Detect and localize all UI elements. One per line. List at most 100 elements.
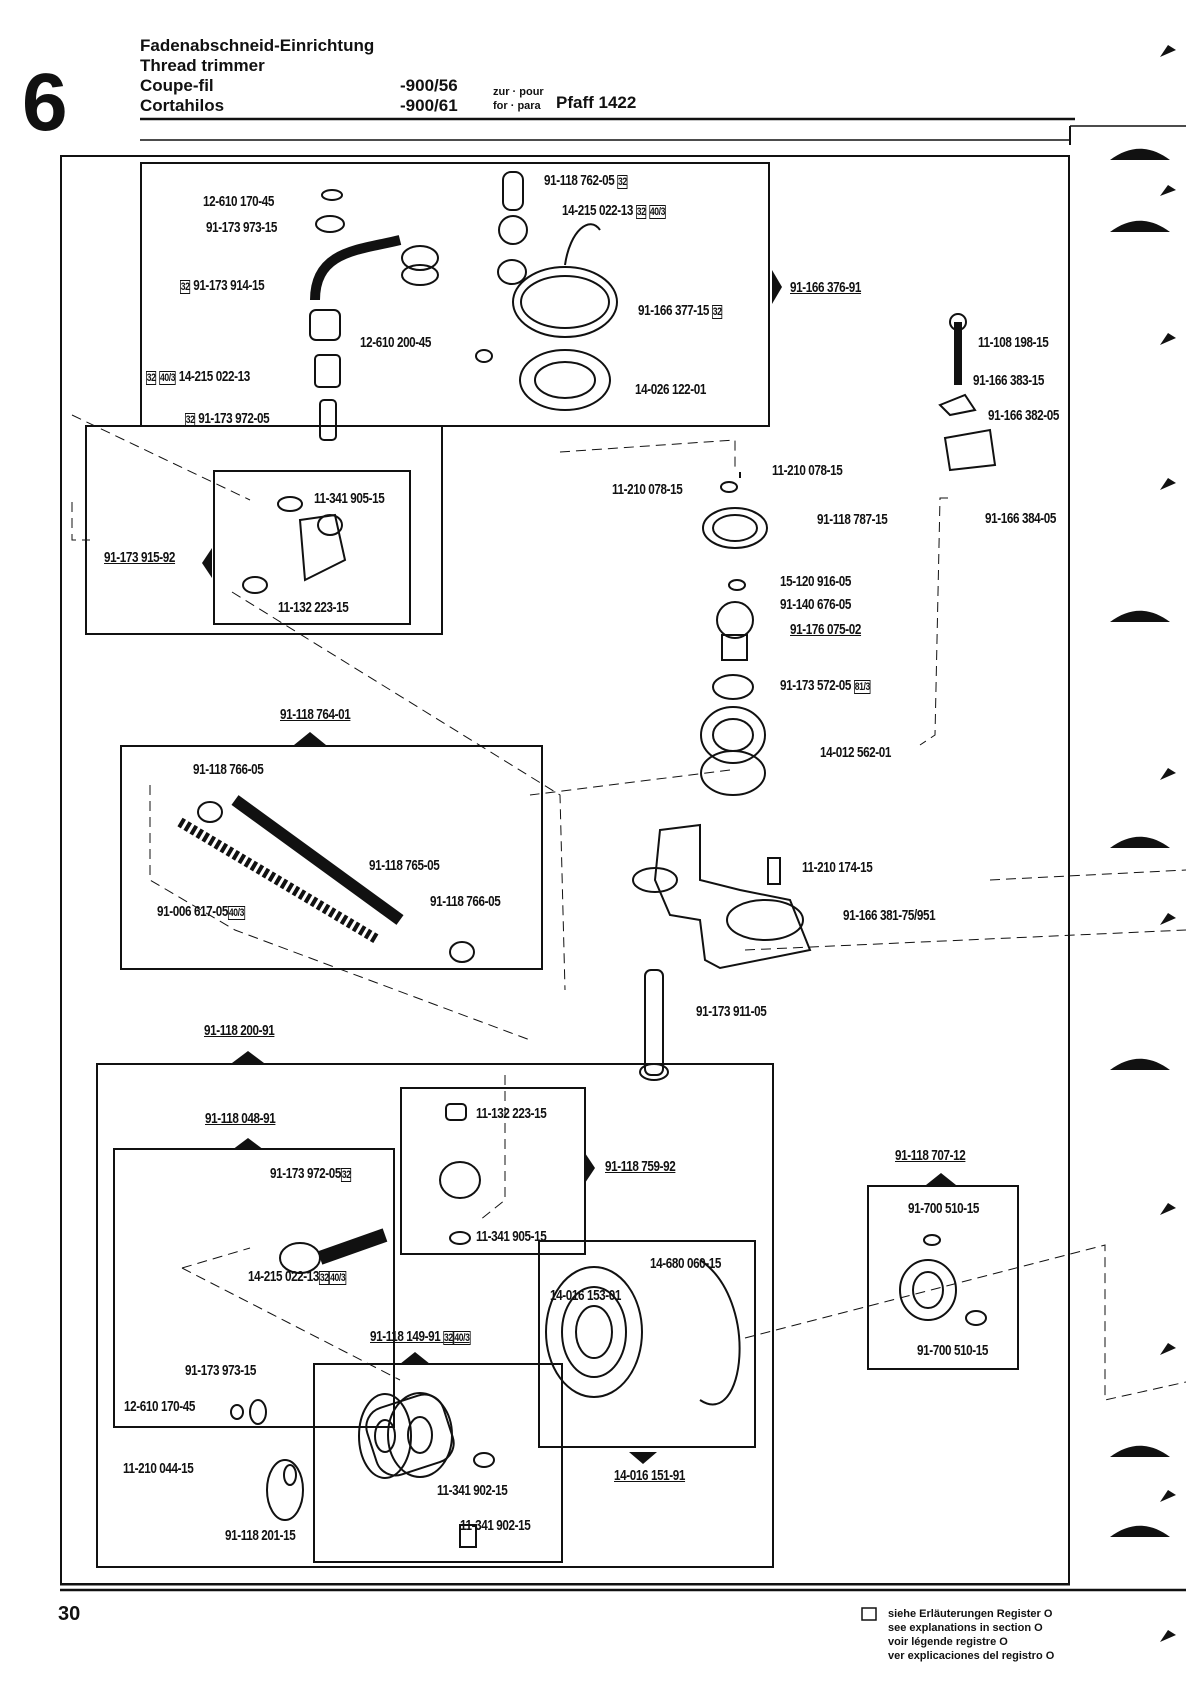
group-ref-label[interactable]: 91-118 759-92 (605, 1158, 676, 1175)
callout-label: 91-173 972-0532 (270, 1165, 352, 1182)
callout-label: 11-210 078-15 (772, 462, 843, 479)
callout-label: 91-118 766-05 (430, 893, 501, 910)
group-ref-label[interactable]: 91-118 048-91 (205, 1110, 276, 1127)
callout-label: 11-210 044-15 (123, 1460, 194, 1477)
title-block: Fadenabschneid-Einrichtung Thread trimme… (140, 36, 374, 116)
badge-40-3: 40/3 (649, 205, 666, 219)
page-number: 30 (58, 1603, 81, 1625)
callout-label: 11-210 078-15 (612, 481, 683, 498)
callout-label: 91-173 973-15 (206, 219, 278, 236)
callout-label: 91-173 973-15 (185, 1362, 257, 1379)
title-de: Fadenabschneid-Einrichtung (140, 36, 375, 55)
callout-label: 91-166 382-05 (988, 407, 1060, 424)
badge-32: 32 (341, 1168, 352, 1182)
callout-label: 91-700 510-15 (908, 1200, 980, 1217)
callout-label: 91-118 766-05 (193, 761, 264, 778)
for-para: for · para (493, 100, 541, 112)
part-number: 91-166 377-15 (638, 302, 710, 319)
badge-32: 32 (146, 371, 157, 385)
callout-label: 91-118 762-05 32 (544, 172, 628, 189)
callout-label: 32 91-173 972-05 (185, 410, 270, 427)
callout-label: 11-341 902-15 (437, 1482, 508, 1499)
group-shaft (120, 745, 543, 970)
callout-label: 91-173 572-05 81/3 (780, 677, 871, 694)
legend-line: siehe Erläuterungen Register O (888, 1608, 1053, 1620)
legend-line: ver explicaciones del registro O (888, 1650, 1055, 1662)
model-1: -900/56 (400, 76, 458, 95)
callout-label: 32 40/3 14-215 022-13 (146, 368, 250, 385)
badge-40-3: 40/3 (453, 1331, 471, 1345)
part-number: 91-173 572-05 (780, 677, 852, 694)
callout-label: 91-140 676-05 (780, 596, 852, 613)
part-number: 14-215 022-13 (562, 202, 634, 219)
callout-label: 91-006 617-0540/3 (157, 903, 245, 920)
group-ref-label[interactable]: 91-176 075-02 (790, 621, 862, 638)
badge-32: 32 (711, 305, 723, 319)
callout-label: 14-026 122-01 (635, 381, 707, 398)
callout-label: 14-012 562-01 (820, 744, 892, 761)
group-ref-label[interactable]: 14-016 151-91 (614, 1467, 686, 1484)
title-es: Cortahilos (140, 96, 225, 115)
group-ref-label[interactable]: 91-166 376-91 (790, 279, 862, 296)
part-number: 14-215 022-13 (178, 368, 250, 385)
callout-label: 91-166 384-05 (985, 510, 1057, 527)
callout-label: 91-700 510-15 (917, 1342, 989, 1359)
badge-40-3: 40/3 (329, 1271, 347, 1285)
callout-label: 11-341 905-15 (476, 1228, 547, 1245)
callout-label: 91-166 381-75/951 (843, 907, 936, 924)
part-number: 14-215 022-13 (248, 1268, 320, 1285)
group-ref-label[interactable]: 91-118 200-91 (204, 1022, 275, 1039)
machine-name: Pfaff 1422 (556, 93, 637, 112)
callout-label: 11-341 905-15 (314, 490, 385, 507)
badge-81-3: 81/3 (853, 680, 871, 694)
callout-label: 14-680 060-15 (650, 1255, 722, 1272)
model-block: -900/56 -900/61 (400, 76, 458, 116)
section-number: 6 (22, 57, 68, 148)
callout-label: 11-341 902-15 (460, 1517, 531, 1534)
callout-label: 14-215 022-13 32 40/3 (562, 202, 666, 219)
callout-label: 11-108 198-15 (978, 334, 1049, 351)
callout-label: 12-610 200-45 (360, 334, 432, 351)
badge-32: 32 (617, 175, 628, 189)
callout-label: 14-016 153-01 (550, 1287, 622, 1304)
callout-label: 91-166 383-15 (973, 372, 1045, 389)
callout-label: 91-173 911-05 (696, 1003, 767, 1020)
callout-label: 91-118 787-15 (817, 511, 888, 528)
model-2: -900/61 (400, 96, 458, 115)
part-number: 91-118 149-91 (370, 1328, 441, 1345)
badge-40-3: 40/3 (159, 371, 176, 385)
badge-32: 32 (185, 413, 196, 427)
part-number: 91-173 972-05 (270, 1165, 342, 1182)
part-number: 91-118 762-05 (544, 172, 615, 189)
title-fr: Coupe-fil (140, 76, 214, 95)
callout-label: 91-118 765-05 (369, 857, 440, 874)
group-upper-left (140, 162, 770, 427)
part-number: 91-173 914-15 (193, 277, 265, 294)
group-ref-label[interactable]: 91-118 707-12 (895, 1147, 966, 1164)
callout-label: 91-166 377-15 32 (638, 302, 723, 319)
callout-label: 12-610 170-45 (203, 193, 275, 210)
badge-32: 32 (180, 280, 191, 294)
callout-label: 32 91-173 914-15 (180, 277, 265, 294)
callout-label: 11-132 223-15 (278, 599, 349, 616)
badge-32: 32 (635, 205, 647, 219)
badge-32: 32 (319, 1271, 330, 1285)
group-bearing (538, 1240, 756, 1448)
callout-label: 91-118 201-15 (225, 1527, 296, 1544)
zur-pour: zur · pour (493, 86, 544, 98)
group-ref-label[interactable]: 91-173 915-92 (104, 549, 176, 566)
callout-label: 12-610 170-45 (124, 1398, 196, 1415)
group-eccentric (313, 1363, 563, 1563)
legend-note: siehe Erläuterungen Register O see expla… (888, 1607, 1054, 1663)
part-number: 91-006 617-05 (157, 903, 229, 920)
group-ref-label[interactable]: 91-118 764-01 (280, 706, 351, 723)
callout-label: 15-120 916-05 (780, 573, 852, 590)
badge-32: 32 (443, 1331, 454, 1345)
legend-line: voir légende registre O (888, 1636, 1008, 1648)
legend-line: see explanations in section O (888, 1622, 1043, 1634)
title-en: Thread trimmer (140, 56, 265, 75)
badge-40-3: 40/3 (228, 906, 245, 920)
callout-label: 11-132 223-15 (476, 1105, 547, 1122)
